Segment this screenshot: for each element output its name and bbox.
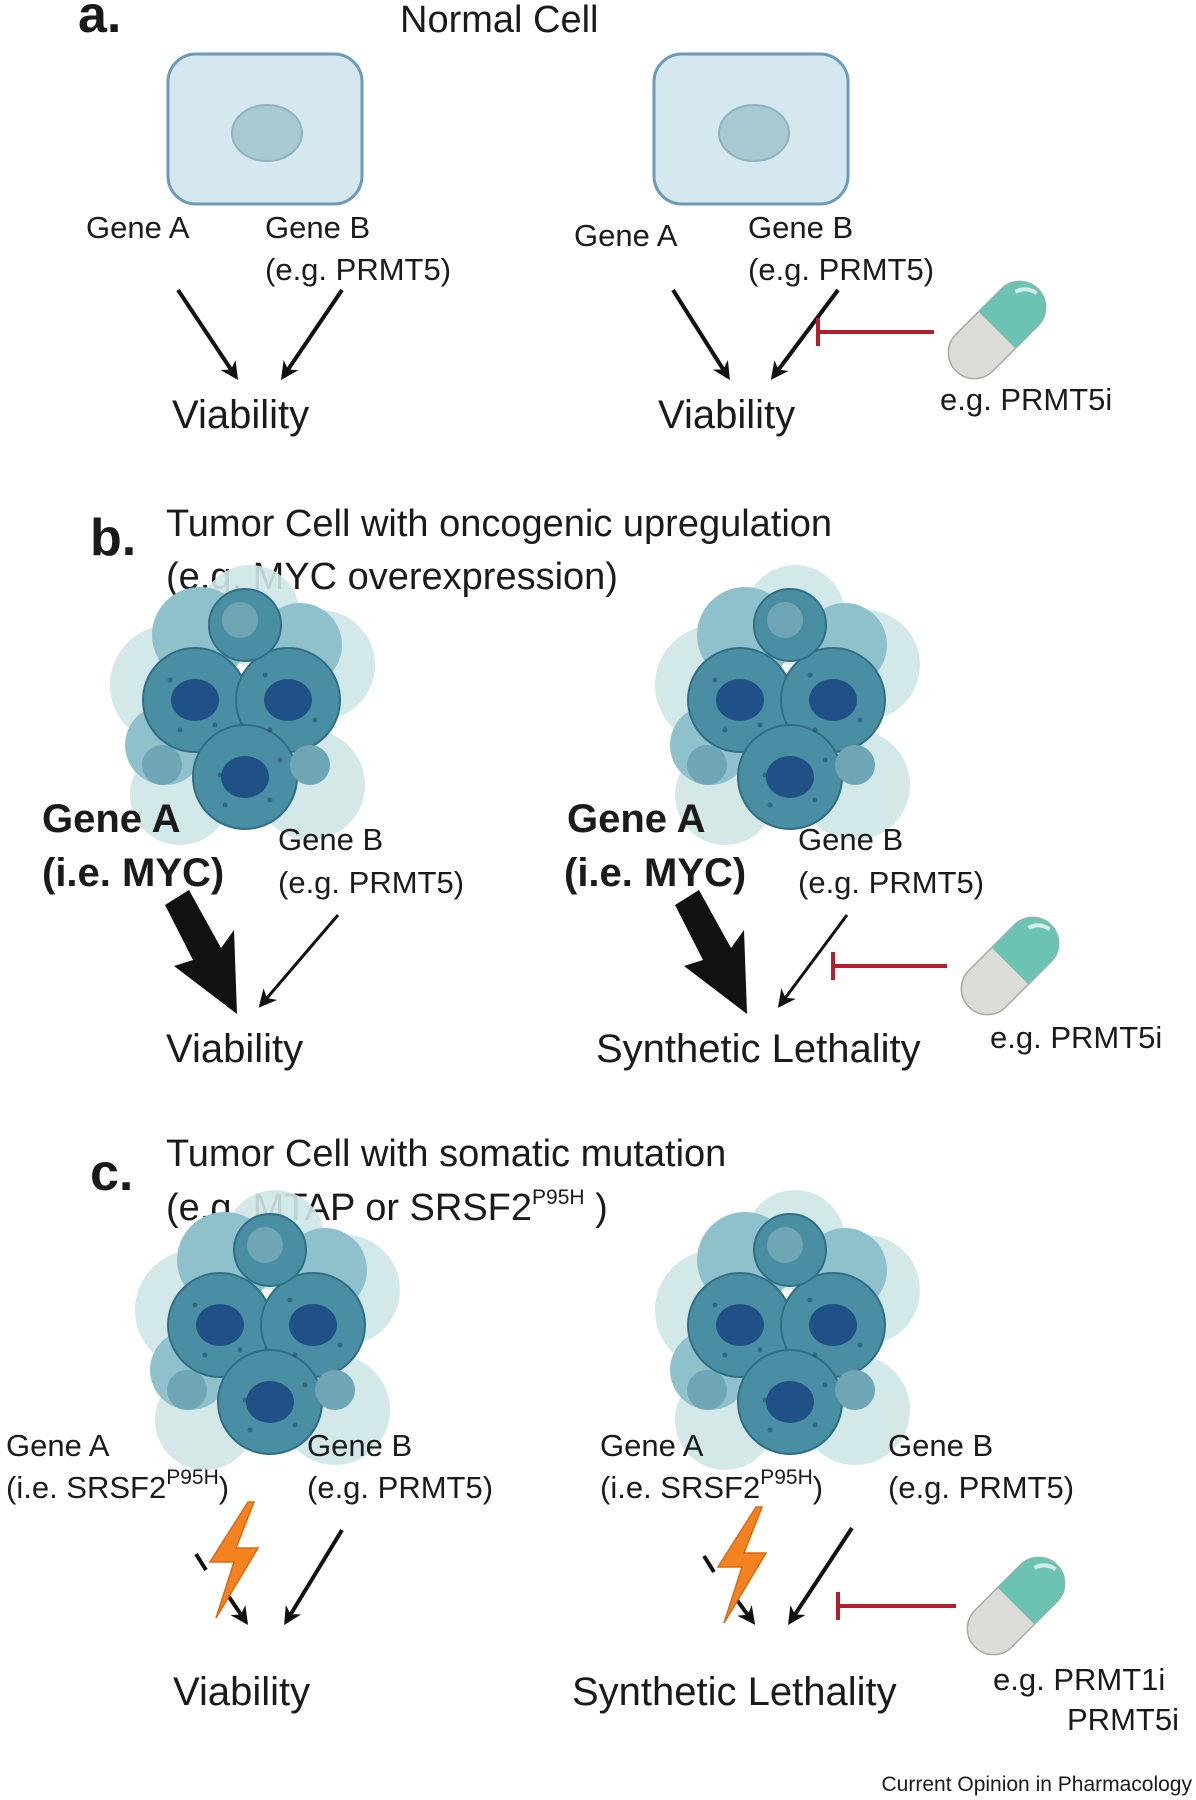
- gene-b-example: (e.g. PRMT5): [748, 252, 934, 287]
- outcome-label: Viability: [173, 1670, 310, 1714]
- panel-c-title: Tumor Cell with somatic mutation: [166, 1133, 726, 1175]
- gene-b-example: (e.g. PRMT5): [265, 252, 451, 287]
- arrow-gene-b: [777, 914, 849, 1008]
- outcome-label: Viability: [658, 393, 795, 437]
- arrow-gene-b: [280, 288, 344, 380]
- arrow-gene-a: [671, 288, 730, 381]
- gene-a-label: Gene A: [6, 1428, 110, 1463]
- panel-a-letter: a.: [78, 0, 121, 44]
- normal-cell-left: [166, 52, 364, 206]
- journal-credit: Current Opinion in Pharmacology: [882, 1773, 1193, 1796]
- drug-capsule-icon: [948, 904, 1072, 1028]
- panel-a-title: Normal Cell: [400, 0, 598, 41]
- gene-b-example: (e.g. PRMT5): [798, 865, 984, 900]
- panel-c-letter: c.: [90, 1144, 133, 1202]
- mutation-lightning-icon: [209, 1501, 259, 1619]
- gene-a-example: (i.e. SRSF2P95H): [600, 1466, 823, 1505]
- outcome-label: Synthetic Lethality: [572, 1670, 897, 1714]
- inhibitor-bar: [816, 318, 934, 346]
- gene-b-example: (e.g. PRMT5): [888, 1470, 1074, 1505]
- gene-b-label: Gene B: [888, 1428, 993, 1463]
- gene-a-example: (i.e. MYC): [564, 851, 746, 895]
- arrow-gene-a-upper: [194, 1552, 208, 1572]
- arrow-gene-b: [770, 288, 840, 380]
- gene-a-label: Gene A: [567, 797, 706, 841]
- arrow-gene-b: [284, 1528, 344, 1626]
- gene-a-label: Gene A: [42, 797, 181, 841]
- normal-cell-right: [652, 52, 850, 206]
- gene-a-label: Gene A: [86, 210, 190, 245]
- gene-a-label: Gene A: [600, 1428, 704, 1463]
- gene-b-example: (e.g. PRMT5): [278, 865, 464, 900]
- gene-b-label: Gene B: [265, 210, 370, 245]
- gene-b-label: Gene B: [278, 822, 383, 857]
- outcome-label: Viability: [172, 393, 309, 437]
- drug-label: e.g. PRMT1i: [993, 1662, 1165, 1697]
- arrow-gene-a-upper: [702, 1554, 716, 1574]
- gene-b-label: Gene B: [798, 822, 903, 857]
- arrow-gene-b: [258, 914, 340, 1008]
- drug-capsule-icon: [935, 268, 1059, 392]
- gene-b-label: Gene B: [307, 1428, 412, 1463]
- gene-a-label: Gene A: [574, 218, 678, 253]
- inhibitor-bar: [831, 952, 947, 980]
- drug-label: e.g. PRMT5i: [990, 1020, 1162, 1055]
- thick-arrow-gene-a: [165, 890, 237, 1014]
- panel-b-letter: b.: [90, 509, 136, 567]
- drug-label: e.g. PRMT5i: [940, 382, 1112, 417]
- gene-a-example: (i.e. MYC): [42, 851, 224, 895]
- outcome-label: Synthetic Lethality: [596, 1027, 921, 1071]
- thick-arrow-gene-a: [675, 890, 747, 1014]
- arrow-gene-a-lower: [225, 1592, 249, 1625]
- gene-a-example: (i.e. SRSF2P95H): [6, 1466, 229, 1505]
- inhibitor-bar: [836, 1592, 956, 1620]
- panel-b-title: Tumor Cell with oncogenic upregulation: [166, 503, 832, 545]
- arrow-gene-a: [176, 288, 238, 380]
- gene-b-label: Gene B: [748, 210, 853, 245]
- arrow-gene-b: [788, 1526, 854, 1626]
- outcome-label: Viability: [166, 1027, 303, 1071]
- drug-label-2: PRMT5i: [1067, 1702, 1179, 1737]
- drug-capsule-icon: [954, 1544, 1078, 1668]
- gene-b-example: (e.g. PRMT5): [307, 1470, 493, 1505]
